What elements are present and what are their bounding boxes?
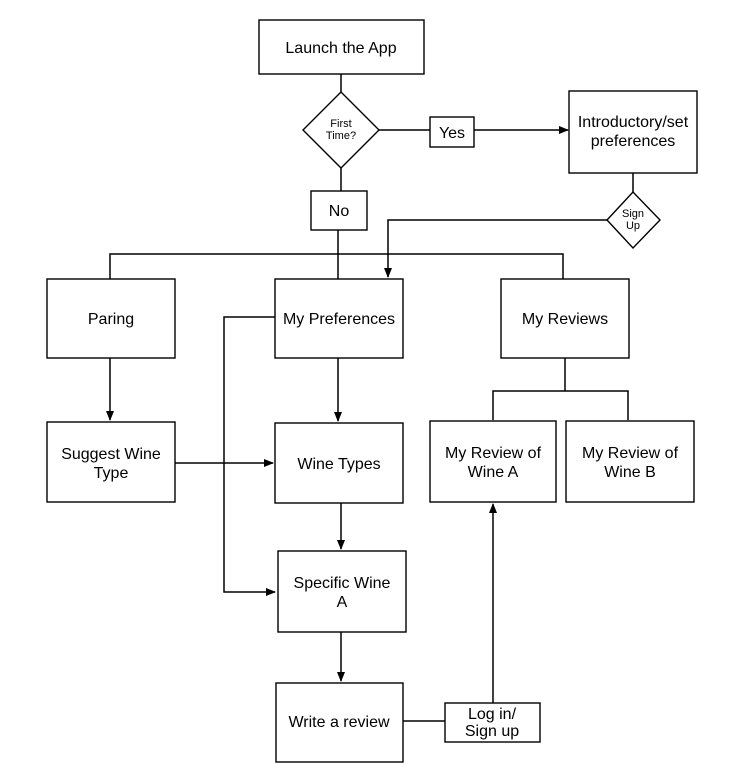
specific-wine-line-1: Specific Wine bbox=[294, 575, 391, 592]
yes-label: Yes bbox=[439, 125, 465, 142]
suggest-line-2: Type bbox=[94, 465, 129, 482]
node-my-review-a: My Review of Wine A bbox=[429, 420, 557, 503]
review-b-line-1: My Review of bbox=[582, 445, 679, 462]
sign-up-line-2: Up bbox=[626, 220, 640, 232]
no-label: No bbox=[329, 203, 350, 220]
node-launch: Launch the App bbox=[258, 19, 425, 75]
node-my-reviews: My Reviews bbox=[500, 278, 630, 359]
node-my-preferences: My Preferences bbox=[274, 278, 404, 359]
log-in-line-1: Log in/ bbox=[468, 706, 517, 723]
paring-label: Paring bbox=[88, 311, 134, 328]
node-wine-types: Wine Types bbox=[274, 422, 404, 504]
first-time-line-1: First bbox=[330, 118, 351, 130]
intro-line-1: Introductory/set bbox=[578, 114, 689, 131]
suggest-line-1: Suggest Wine bbox=[61, 446, 161, 463]
node-log-in: Log in/Sign up bbox=[444, 702, 541, 743]
review-a-line-1: My Review of bbox=[445, 445, 542, 462]
launch-label: Launch the App bbox=[285, 40, 396, 57]
node-paring: Paring bbox=[46, 278, 176, 359]
label-yes: Yes bbox=[429, 116, 475, 148]
arrow-preferences-to-specific-wine bbox=[223, 316, 276, 596]
sign-up-line-1: Sign bbox=[622, 208, 644, 220]
review-b-line-2: Wine B bbox=[604, 464, 656, 481]
specific-wine-line-2: A bbox=[337, 594, 348, 611]
my-reviews-label: My Reviews bbox=[522, 311, 608, 328]
connectors bbox=[106, 74, 634, 722]
intro-line-2: preferences bbox=[591, 133, 676, 150]
connector-branch-bar bbox=[109, 253, 564, 279]
my-preferences-label: My Preferences bbox=[283, 311, 395, 328]
first-time-line-2: Time? bbox=[326, 130, 356, 142]
node-intro: Introductory/set preferences bbox=[568, 90, 698, 174]
review-a-line-2: Wine A bbox=[468, 464, 519, 481]
wine-types-label: Wine Types bbox=[297, 456, 380, 473]
arrow-sign-up-to-my-preferences bbox=[384, 219, 607, 278]
svg-text:Log in/Sign up: Log in/Sign up bbox=[465, 706, 519, 740]
connector-reviews-branch bbox=[492, 390, 629, 420]
label-no: No bbox=[310, 190, 368, 231]
write-review-label: Write a review bbox=[288, 714, 390, 731]
node-my-review-b: My Review of Wine B bbox=[565, 420, 695, 503]
log-in-line-2: Sign up bbox=[465, 723, 519, 740]
node-write-review: Write a review bbox=[275, 682, 404, 763]
